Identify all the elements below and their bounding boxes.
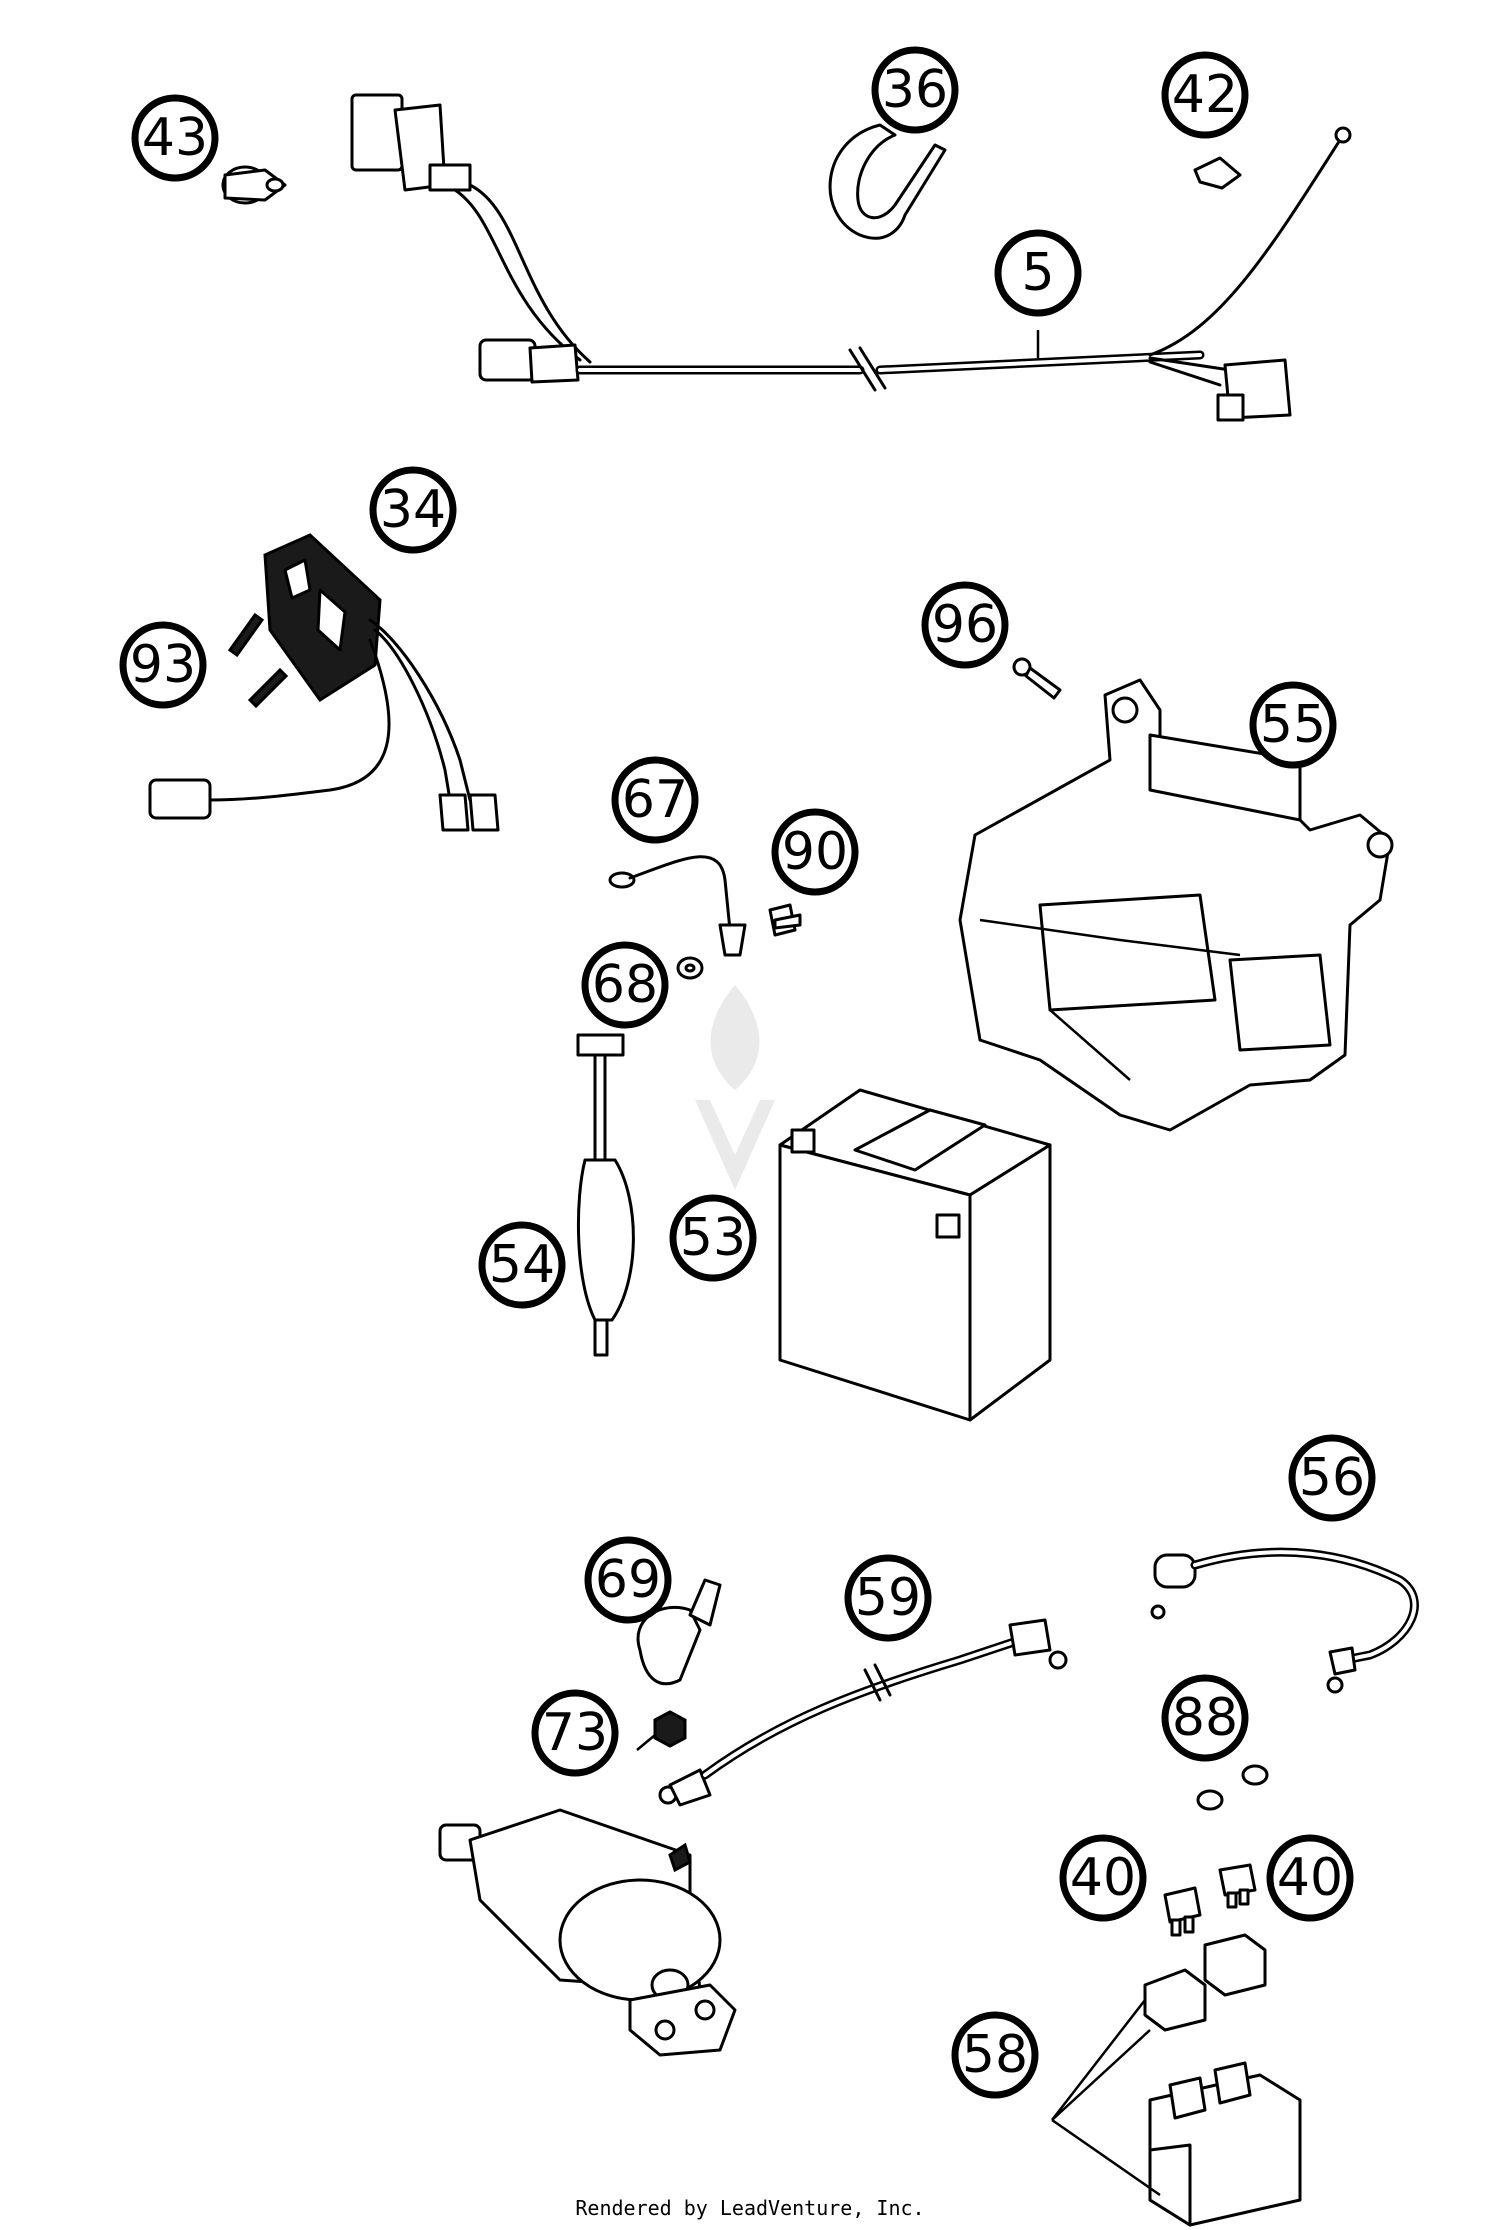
footer-credit: Rendered by LeadVenture, Inc. bbox=[575, 2196, 925, 2220]
callout-36[interactable]: 36 bbox=[871, 46, 959, 134]
callout-label: 93 bbox=[130, 635, 196, 695]
callout-label: 34 bbox=[380, 480, 446, 540]
part-56-battery-cable[interactable] bbox=[1150, 1547, 1419, 1694]
callout-label: 58 bbox=[962, 2025, 1028, 2085]
part-68-washer[interactable] bbox=[676, 956, 704, 980]
callout-label: 73 bbox=[542, 1703, 608, 1763]
callout-label: 59 bbox=[855, 1568, 921, 1628]
callout-69[interactable]: 69 bbox=[584, 1536, 672, 1624]
callout-label: 40 bbox=[1070, 1848, 1136, 1908]
callout-40-left[interactable]: 40 bbox=[1059, 1834, 1147, 1922]
callout-96[interactable]: 96 bbox=[921, 581, 1009, 669]
part-90-screw[interactable] bbox=[768, 903, 802, 937]
callout-73[interactable]: 73 bbox=[531, 1689, 619, 1777]
callout-label: 43 bbox=[142, 108, 208, 168]
part-58-starter-relay[interactable] bbox=[1143, 1933, 1302, 2227]
callout-label: 36 bbox=[882, 60, 948, 120]
callout-88[interactable]: 88 bbox=[1161, 1674, 1249, 1762]
callout-label: 69 bbox=[595, 1550, 661, 1610]
part-starter-motor[interactable] bbox=[438, 1808, 737, 2057]
part-69-boot[interactable] bbox=[636, 1578, 722, 1686]
callout-label: 55 bbox=[1260, 695, 1326, 755]
watermark-logo bbox=[695, 985, 775, 1190]
callout-56[interactable]: 56 bbox=[1288, 1434, 1376, 1522]
part-96-screw[interactable] bbox=[1012, 657, 1062, 700]
callout-90[interactable]: 90 bbox=[771, 808, 859, 896]
callout-label: 68 bbox=[592, 955, 658, 1015]
callout-label: 88 bbox=[1172, 1688, 1238, 1748]
part-73-nut[interactable] bbox=[653, 1710, 687, 1748]
callout-label: 42 bbox=[1172, 65, 1238, 125]
part-53-battery[interactable] bbox=[778, 1088, 1052, 1422]
callout-label: 96 bbox=[932, 595, 998, 655]
callout-67[interactable]: 67 bbox=[611, 756, 699, 844]
callout-40-right[interactable]: 40 bbox=[1266, 1834, 1354, 1922]
part-36-cable-tie[interactable] bbox=[828, 123, 947, 240]
callout-label: 53 bbox=[680, 1208, 746, 1268]
callout-label: 54 bbox=[489, 1235, 555, 1295]
callout-68[interactable]: 68 bbox=[581, 941, 669, 1029]
part-34-regulator[interactable] bbox=[148, 533, 500, 832]
callout-34[interactable]: 34 bbox=[369, 466, 457, 554]
callout-5[interactable]: 5 bbox=[994, 229, 1082, 317]
callout-55[interactable]: 55 bbox=[1249, 681, 1337, 769]
part-59-starter-cable[interactable] bbox=[658, 1618, 1068, 1807]
callout-43[interactable]: 43 bbox=[131, 94, 219, 182]
part-40-fuses[interactable] bbox=[1163, 1863, 1257, 1937]
callout-53[interactable]: 53 bbox=[669, 1194, 757, 1282]
part-5-wiring-harness[interactable] bbox=[350, 93, 1352, 422]
callout-58[interactable]: 58 bbox=[951, 2011, 1039, 2099]
part-93-screws[interactable] bbox=[227, 612, 289, 709]
callout-label: 67 bbox=[622, 770, 688, 830]
leader-lines bbox=[636, 330, 1161, 2197]
callout-54[interactable]: 54 bbox=[478, 1221, 566, 1309]
callout-59[interactable]: 59 bbox=[844, 1554, 932, 1642]
callout-label: 56 bbox=[1299, 1448, 1365, 1508]
part-42-clip[interactable] bbox=[1193, 156, 1242, 190]
callout-42[interactable]: 42 bbox=[1161, 51, 1249, 139]
part-54-breather-hose[interactable] bbox=[576, 1033, 635, 1357]
part-43-grommet[interactable] bbox=[221, 165, 287, 205]
part-88-screws[interactable] bbox=[1196, 1764, 1269, 1811]
callout-label: 5 bbox=[1021, 243, 1054, 303]
callout-93[interactable]: 93 bbox=[119, 621, 207, 709]
part-67-ground-cable[interactable] bbox=[608, 855, 747, 957]
callout-label: 90 bbox=[782, 822, 848, 882]
callout-label: 40 bbox=[1277, 1848, 1343, 1908]
part-55-battery-box[interactable] bbox=[958, 678, 1394, 1132]
